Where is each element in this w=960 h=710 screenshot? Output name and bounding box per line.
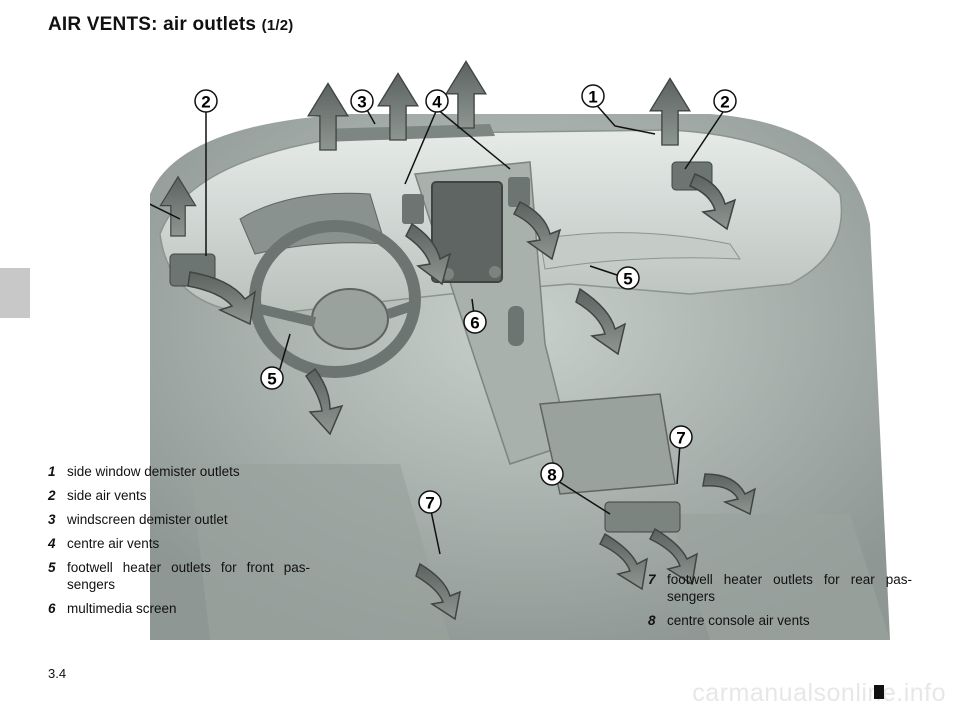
legend-text: side air vents — [67, 488, 147, 503]
legend-item: 1 side window demister outlets — [48, 463, 310, 480]
page-number: 3.4 — [48, 666, 67, 681]
callout-label: 7 — [425, 494, 434, 513]
legend-text: footwell heater outlets for front pas-se… — [67, 560, 310, 592]
legend-right: 7 footwell heater outlets for rear pas-se… — [648, 571, 912, 636]
callout-label: 2 — [201, 93, 210, 112]
windscreen-vent-strip — [320, 124, 495, 142]
corner-mark — [874, 685, 884, 699]
callout-label: 5 — [267, 370, 276, 389]
callout-label: 3 — [357, 93, 366, 112]
legend-text: multimedia screen — [67, 601, 177, 616]
legend-item: 4 centre air vents — [48, 535, 310, 552]
legend-text: side window demister outlets — [67, 464, 240, 479]
centre-vent-left — [402, 194, 424, 224]
legend-item: 8 centre console air vents — [648, 612, 912, 629]
airflow-arrows-down — [187, 173, 757, 621]
callout-label: 8 — [547, 466, 556, 485]
chapter-tab — [0, 268, 30, 318]
legend-number: 5 — [48, 560, 56, 575]
callout-label: 1 — [588, 88, 597, 107]
callout-label: 2 — [720, 93, 729, 112]
centre-vent-right — [508, 177, 530, 207]
callouts: 1 2 3 4 1 2 5 6 5 7 8 7 — [194, 84, 737, 514]
screen-knob-right — [489, 266, 501, 278]
legend-number: 2 — [48, 488, 56, 503]
steering-spoke-right — [386, 301, 414, 319]
watermark: carmanualsonline.info — [692, 679, 946, 707]
title-main: AIR VENTS: air outlets — [48, 14, 257, 35]
steering-spoke-left — [258, 304, 317, 327]
callout-label: 6 — [470, 314, 479, 333]
title-suffix: (1/2) — [261, 17, 294, 34]
legend-number: 8 — [648, 613, 656, 628]
legend-text: centre console air vents — [667, 613, 810, 628]
legend-number: 4 — [48, 536, 56, 551]
legend-left: 1 side window demister outlets 2 side air … — [48, 463, 310, 624]
legend-text: windscreen demister outlet — [67, 512, 228, 527]
dashboard-illustration: 1 2 3 4 1 2 5 6 5 7 8 7 — [150, 60, 890, 640]
steering-hub — [311, 288, 389, 350]
legend-item: 7 footwell heater outlets for rear pas-se… — [648, 571, 912, 605]
floor-mat-right — [670, 514, 890, 640]
glovebox — [539, 232, 741, 270]
floor-mat-left — [190, 464, 450, 640]
rear-console-vents — [604, 501, 681, 533]
legend-number: 6 — [48, 601, 56, 616]
callout-label: 7 — [676, 429, 685, 448]
legend-item: 5 footwell heater outlets for front pas-s… — [48, 559, 310, 593]
legend-item: 3 windscreen demister outlet — [48, 511, 310, 528]
legend-number: 1 — [48, 464, 56, 479]
page-title: AIR VENTS: air outlets (1/2) — [48, 14, 293, 36]
legend-number: 3 — [48, 512, 56, 527]
callout-label: 5 — [623, 270, 632, 289]
steering-wheel — [249, 220, 421, 378]
legend-number: 7 — [648, 572, 656, 587]
legend-item: 2 side air vents — [48, 487, 310, 504]
legend-text: centre air vents — [67, 536, 160, 551]
legend-item: 6 multimedia screen — [48, 600, 310, 617]
callout-label: 4 — [432, 93, 442, 112]
legend-text: footwell heater outlets for rear pas-sen… — [667, 572, 912, 604]
gear-lever — [508, 306, 524, 346]
